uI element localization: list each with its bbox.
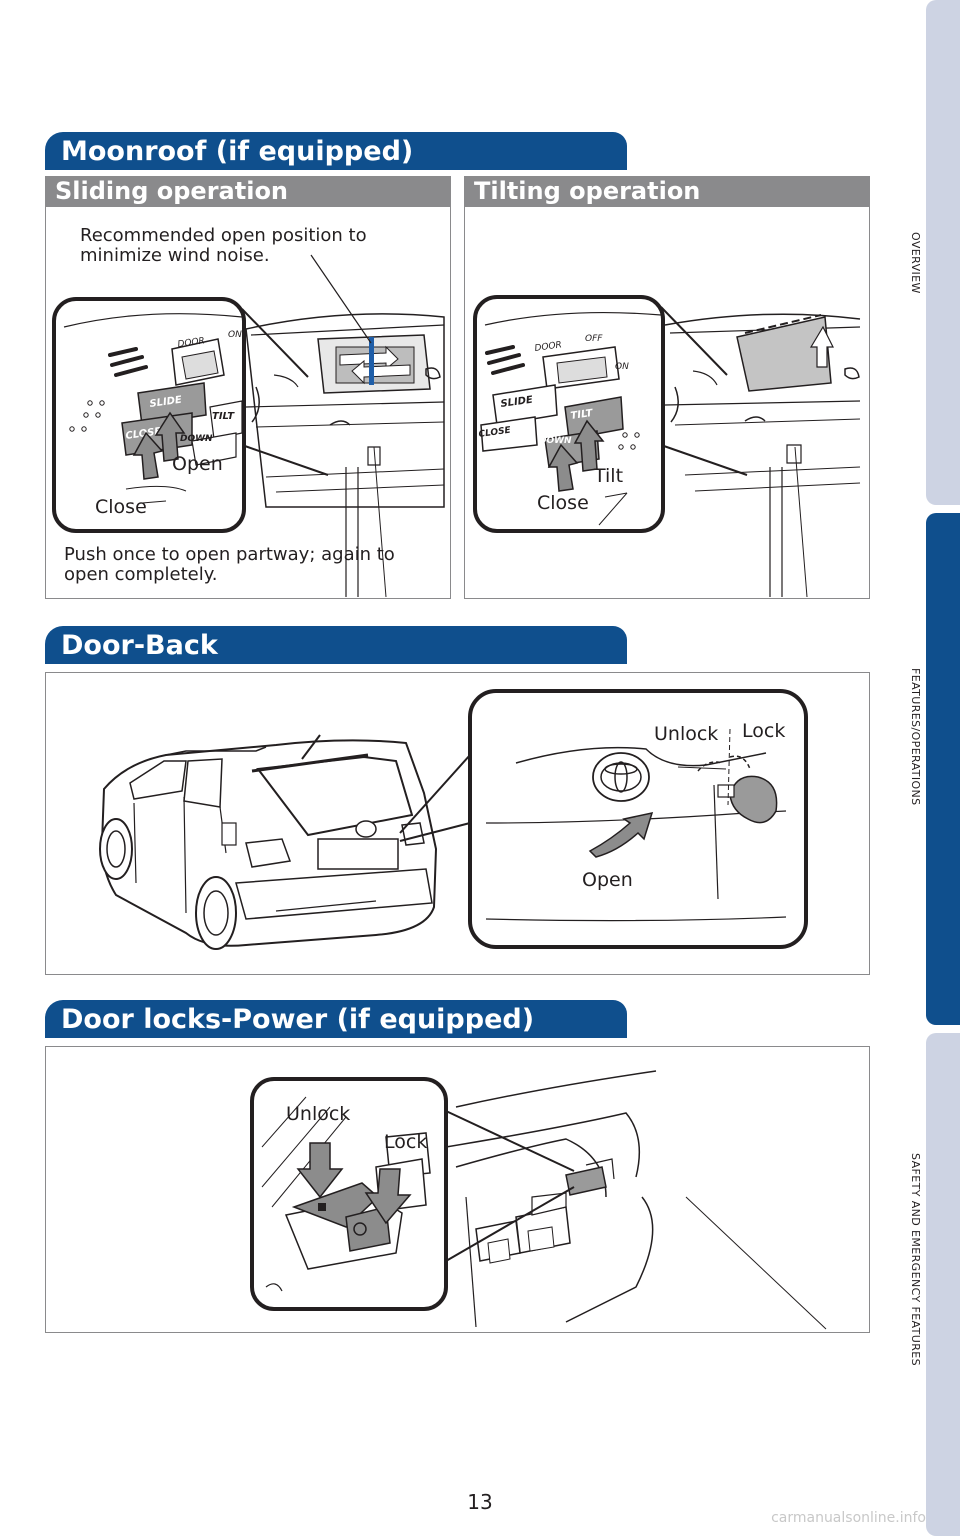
sliding-close-label: Close bbox=[95, 496, 147, 518]
door-locks-illustration bbox=[250, 1070, 827, 1330]
door-back-title: Door-Back bbox=[61, 630, 218, 661]
tab-safety-label: SAFETY AND EMERGENCY FEATURES bbox=[909, 1153, 922, 1366]
svg-text:TILT: TILT bbox=[570, 408, 595, 422]
sliding-note: Push once to open partway; again to open… bbox=[64, 545, 395, 585]
tab-safety[interactable]: SAFETY AND EMERGENCY FEATURES bbox=[909, 1033, 960, 1536]
door-back-banner: Door-Back bbox=[45, 626, 627, 664]
door-locks-title: Door locks-Power (if equipped) bbox=[61, 1004, 535, 1035]
watermark: carmanualsonline.info bbox=[771, 1510, 926, 1526]
sliding-illustration: DOOR ON SLIDE CLOSE TILT DOWN bbox=[52, 254, 445, 598]
door-back-unlock-label: Unlock bbox=[654, 723, 719, 745]
door-back-illustration bbox=[99, 689, 808, 950]
page-number: 13 bbox=[467, 1490, 493, 1514]
svg-text:TILT: TILT bbox=[212, 411, 235, 422]
svg-text:DOOR: DOOR bbox=[177, 336, 205, 350]
tab-overview-label: OVERVIEW bbox=[909, 232, 922, 294]
door-locks-panel bbox=[45, 1046, 870, 1333]
tilting-close-label: Close bbox=[537, 492, 589, 514]
svg-text:ON: ON bbox=[228, 330, 242, 340]
door-back-open-label: Open bbox=[582, 869, 633, 891]
door-back-lock-label: Lock bbox=[742, 720, 786, 742]
svg-text:DOWN: DOWN bbox=[539, 436, 572, 446]
sliding-callout: Recommended open position to minimize wi… bbox=[80, 226, 367, 266]
tab-features-operations[interactable]: FEATURES/OPERATIONS bbox=[909, 513, 960, 1025]
sliding-callout-line2: minimize wind noise. bbox=[80, 245, 270, 266]
svg-text:SLIDE: SLIDE bbox=[149, 395, 183, 410]
svg-text:CLOSE: CLOSE bbox=[125, 426, 162, 442]
tab-overview[interactable]: OVERVIEW bbox=[909, 0, 960, 505]
section-tabs: OVERVIEW FEATURES/OPERATIONS SAFETY AND … bbox=[909, 0, 960, 1536]
door-locks-unlock-label: Unlock bbox=[286, 1103, 351, 1125]
sliding-callout-line1: Recommended open position to bbox=[80, 225, 367, 246]
sliding-note-line2: open completely. bbox=[64, 564, 218, 585]
moonroof-banner: Moonroof (if equipped) bbox=[45, 132, 627, 170]
svg-text:ON: ON bbox=[615, 362, 629, 372]
moonroof-title: Moonroof (if equipped) bbox=[61, 136, 414, 167]
tilting-heading: Tilting operation bbox=[464, 176, 870, 206]
tilting-tilt-label: Tilt bbox=[594, 465, 624, 487]
tab-features-label: FEATURES/OPERATIONS bbox=[909, 668, 922, 806]
svg-text:OFF: OFF bbox=[585, 334, 603, 344]
door-locks-banner: Door locks-Power (if equipped) bbox=[45, 1000, 627, 1038]
sliding-note-line1: Push once to open partway; again to bbox=[64, 544, 395, 565]
sliding-open-label: Open bbox=[172, 453, 223, 475]
sliding-heading: Sliding operation bbox=[45, 176, 451, 206]
door-locks-lock-label: Lock bbox=[384, 1131, 428, 1153]
svg-text:DOOR: DOOR bbox=[534, 340, 562, 354]
svg-text:CLOSE: CLOSE bbox=[478, 425, 512, 440]
svg-text:SLIDE: SLIDE bbox=[500, 395, 534, 410]
svg-text:DOWN: DOWN bbox=[180, 434, 213, 444]
tilting-illustration: DOOR OFF ON SLIDE CLOSE TILT DOWN bbox=[473, 295, 861, 598]
